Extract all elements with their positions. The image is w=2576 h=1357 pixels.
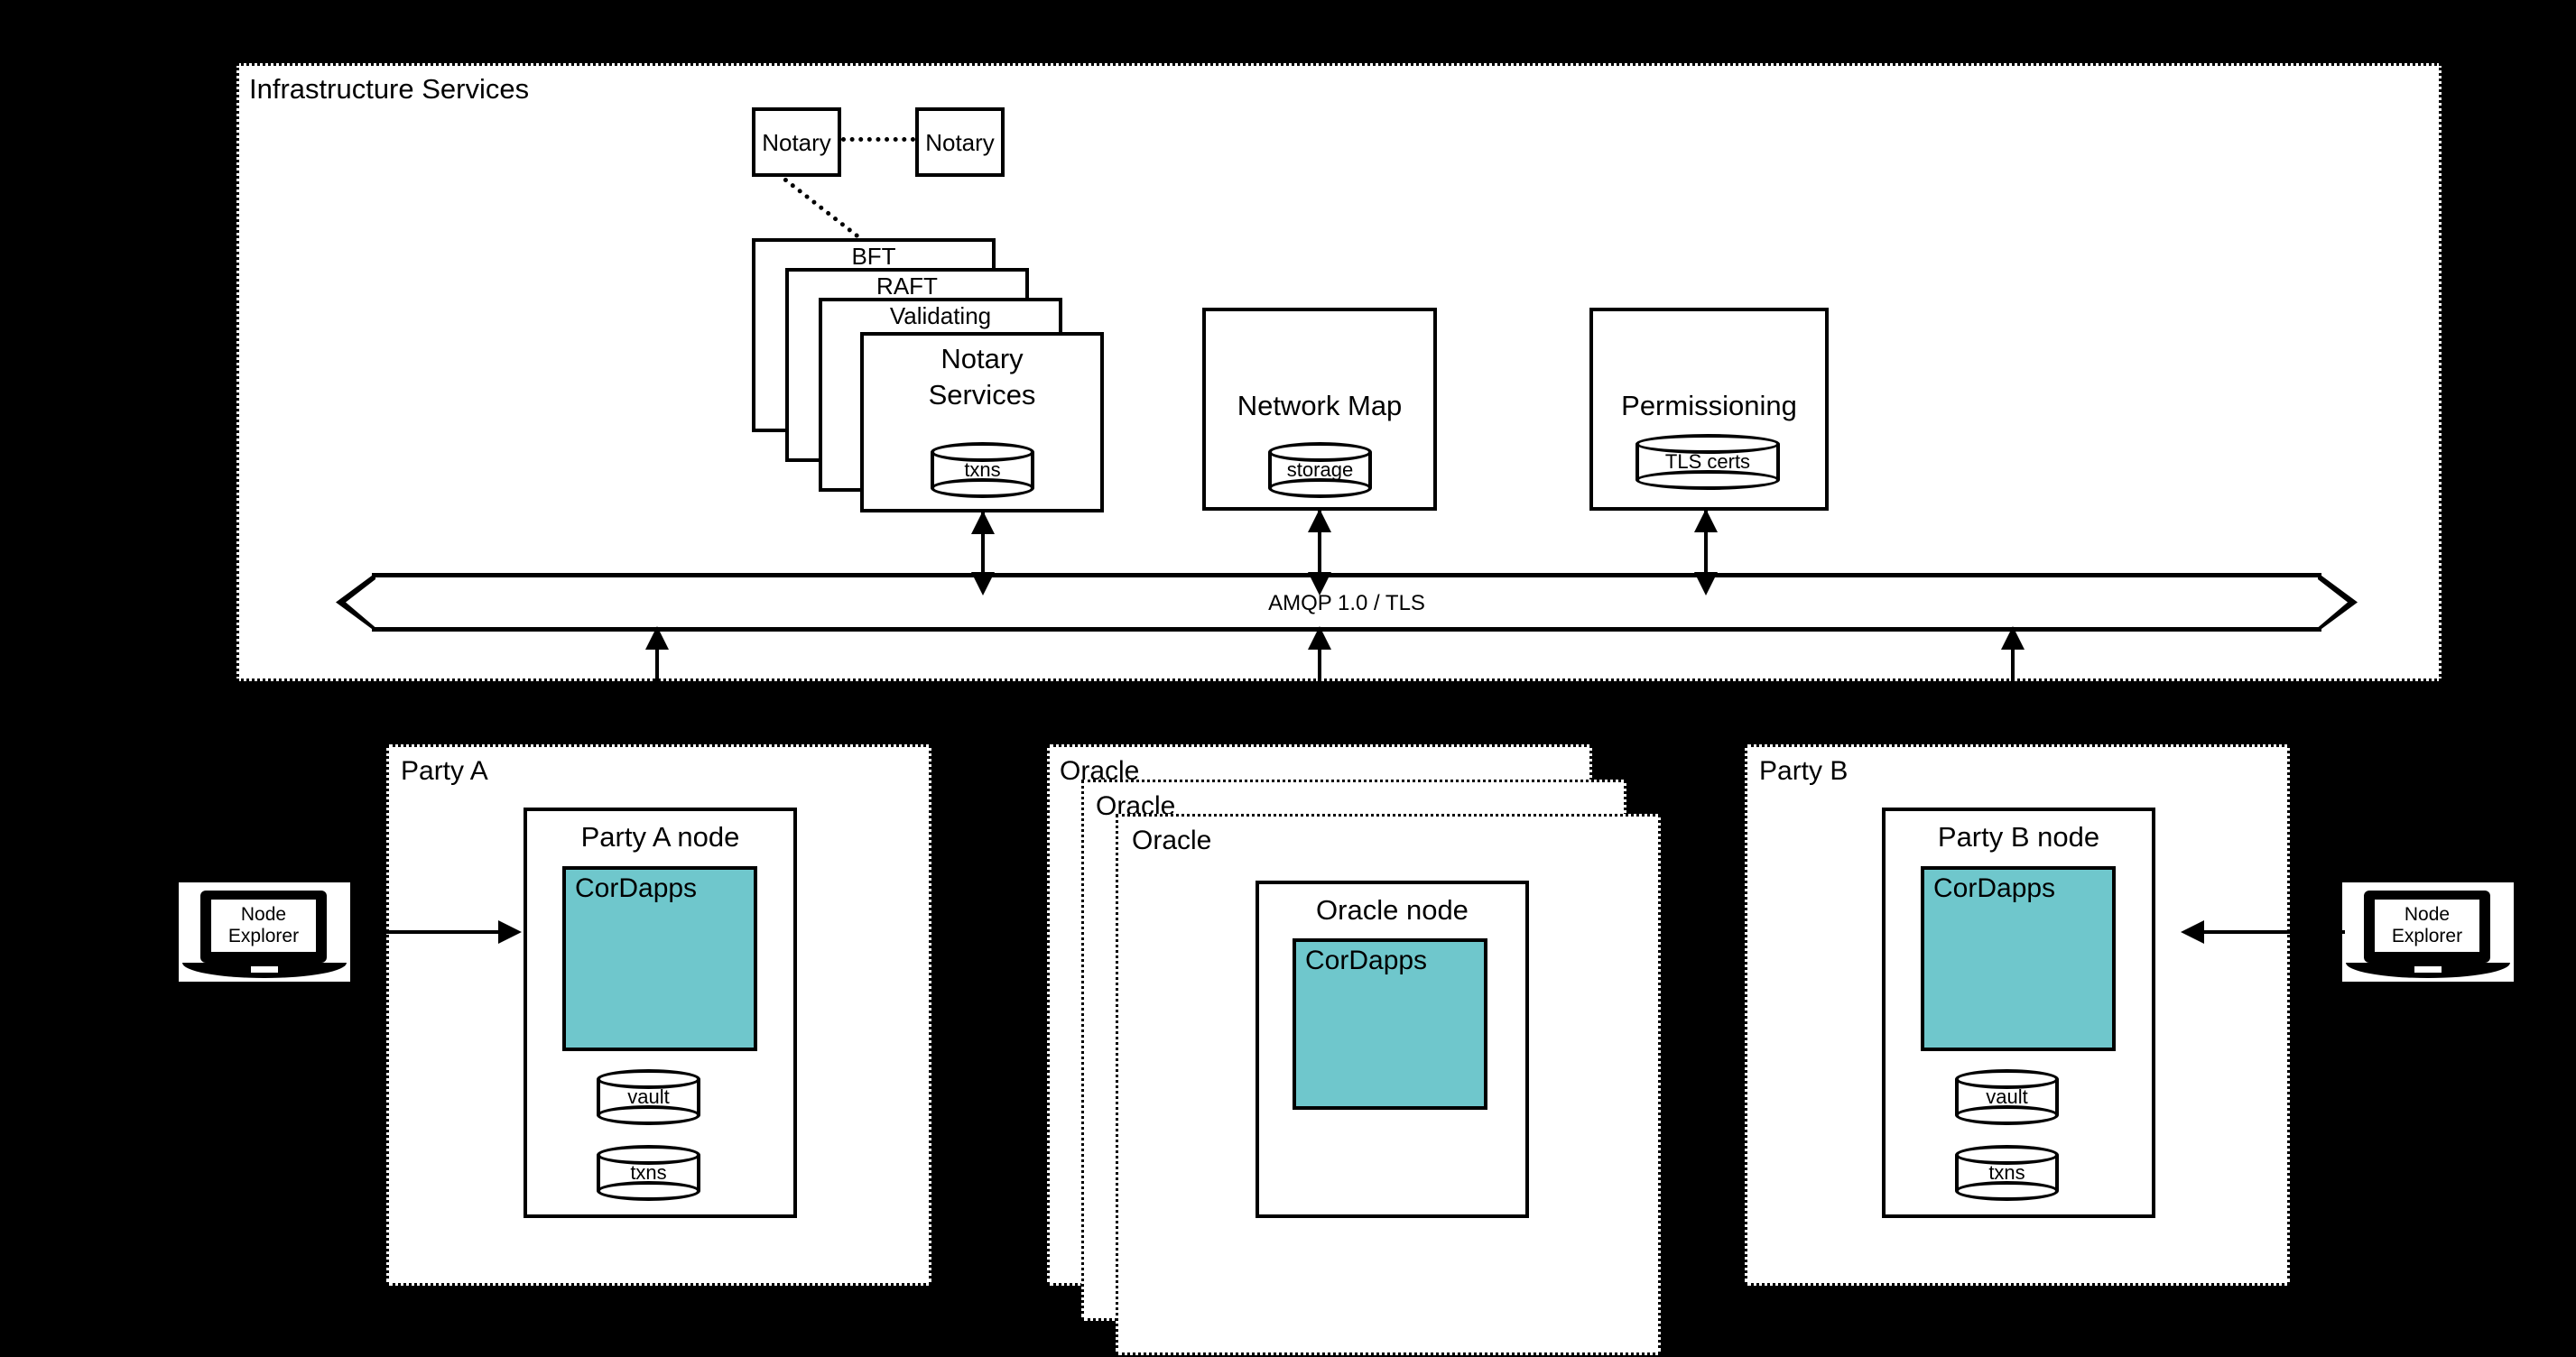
permissioning-bus-arrow-up <box>1694 509 1718 532</box>
permissioning-title: Permissioning <box>1621 390 1797 421</box>
party-a-vault-label: vault <box>627 1085 670 1108</box>
cylinder-bottom <box>1635 470 1780 490</box>
notary-txns-store-label: txns <box>964 458 1001 481</box>
bus-rail-bottom <box>372 627 2321 632</box>
permissioning-tlscerts-store: TLS certs <box>1635 434 1780 490</box>
cylinder-top <box>931 442 1034 462</box>
cylinder-bottom <box>1268 478 1372 498</box>
cylinder-top <box>1955 1069 2059 1089</box>
node-explorer-line2: Explorer <box>227 926 300 946</box>
node-explorer-line1: Node <box>2404 903 2451 925</box>
party-b-cordapps-label: CorDapps <box>1933 873 2056 903</box>
cylinder-bottom <box>597 1105 700 1125</box>
party-b-title: Party B <box>1759 756 1849 786</box>
notary-stack-card-validating-label: Validating <box>889 302 992 329</box>
network-map-bus-arrow-up <box>1308 509 1331 532</box>
party-a-explorer-link <box>350 930 498 934</box>
bus-rail-top <box>372 573 2321 577</box>
cylinder-bottom <box>1955 1105 2059 1125</box>
oracle-cordapps-label: CorDapps <box>1305 946 1428 975</box>
cylinder-bottom <box>1955 1181 2059 1201</box>
notary-peer-1 <box>752 107 841 177</box>
party-b-node-title: Party B node <box>1937 821 2100 853</box>
party-b-txns-label: txns <box>1988 1161 2025 1184</box>
oracle-cordapps: CorDapps <box>1293 938 1487 1110</box>
infrastructure-services-title: Infrastructure Services <box>249 73 530 105</box>
oracle-panel-front-title: Oracle <box>1130 826 1214 855</box>
party-a-bus-connector <box>655 632 659 681</box>
party-a-txns-label: txns <box>630 1161 667 1184</box>
party-b-txns-store: txns <box>1955 1145 2059 1201</box>
notary-txns-store: txns <box>931 442 1034 498</box>
cylinder-top <box>1635 434 1780 454</box>
cylinder-top <box>597 1145 700 1165</box>
network-map-title: Network Map <box>1237 390 1403 421</box>
oracle-bus-connector <box>1318 632 1321 681</box>
notary-peer-1-label: Notary <box>762 129 831 156</box>
cylinder-bottom <box>597 1181 700 1201</box>
cylinder-top <box>1955 1145 2059 1165</box>
party-a-title: Party A <box>401 756 488 786</box>
party-b-node-explorer[interactable]: Node Explorer <box>2342 882 2514 982</box>
party-b-cordapps: CorDapps <box>1921 866 2116 1051</box>
amqp-bus-label: AMQP 1.0 / TLS <box>1268 591 1425 615</box>
node-explorer-line2: Explorer <box>2391 926 2463 946</box>
party-a-node-explorer[interactable]: Node Explorer <box>179 882 350 982</box>
notary-peer-2-label: Notary <box>925 129 995 156</box>
cylinder-bottom <box>931 478 1034 498</box>
notary-bus-arrow-up <box>971 511 995 534</box>
network-map-bus-connector <box>1318 511 1321 592</box>
party-b-vault-store: vault <box>1955 1069 2059 1125</box>
party-b-explorer-arrow <box>2181 920 2204 944</box>
laptop-trackpad-notch <box>251 966 278 973</box>
laptop-trackpad-notch <box>2414 966 2442 973</box>
party-b-vault-label: vault <box>1986 1085 2028 1108</box>
permissioning-tlscerts-label: TLS certs <box>1664 450 1751 473</box>
party-a-cordapps: CorDapps <box>562 866 757 1051</box>
party-a-txns-store: txns <box>597 1145 700 1201</box>
party-a-bus-arrow <box>645 626 669 650</box>
party-b-bus-connector <box>2011 632 2015 681</box>
laptop-screen: Node Explorer <box>2375 900 2479 952</box>
oracle-node-title: Oracle node <box>1316 894 1469 926</box>
notary-bus-connector <box>981 512 985 592</box>
permissioning-bus-connector <box>1704 511 1708 592</box>
party-a-vault-store: vault <box>597 1069 700 1125</box>
cylinder-top <box>597 1069 700 1089</box>
notary-services-title-line1: Notary <box>941 343 1024 374</box>
party-b-bus-arrow <box>2001 626 2025 650</box>
party-a-explorer-arrow <box>498 920 522 944</box>
laptop-screen: Node Explorer <box>211 900 316 952</box>
oracle-bus-arrow <box>1308 626 1331 650</box>
cylinder-top <box>1268 442 1372 462</box>
notary-services-card <box>860 332 1104 512</box>
notary-stack-card-raft-label: RAFT <box>876 272 938 300</box>
notary-peer-2 <box>915 107 1005 177</box>
network-map-storage-label: storage <box>1286 458 1354 481</box>
party-a-cordapps-label: CorDapps <box>575 873 698 903</box>
network-map-storage-store: storage <box>1268 442 1372 498</box>
node-explorer-line1: Node <box>240 903 287 925</box>
amqp-message-bus: AMQP 1.0 / TLS <box>336 573 2358 632</box>
notary-services-title-line2: Services <box>928 379 1036 411</box>
notary-stack-card-bft-label: BFT <box>851 243 896 270</box>
notary-peer-link <box>841 137 915 142</box>
party-a-node-title: Party A node <box>580 821 740 853</box>
party-b-explorer-link <box>2204 930 2345 934</box>
